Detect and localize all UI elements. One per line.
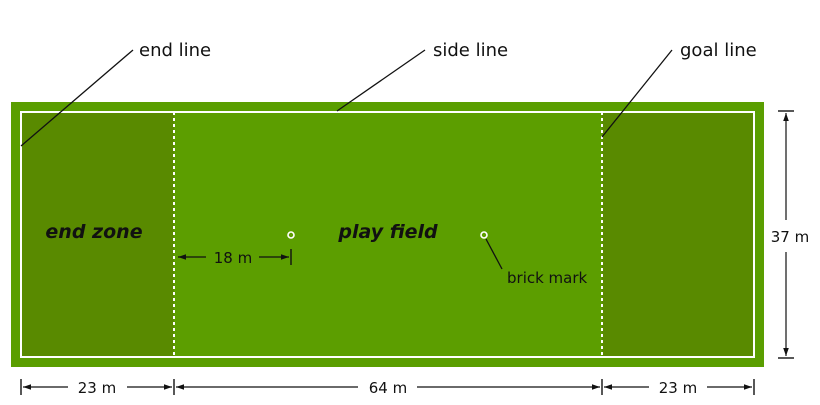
end-line-label: end line: [139, 40, 211, 61]
end-line-leader: [20, 49, 134, 147]
brick-mark-right: [480, 231, 488, 239]
end-zone-label: end zone: [45, 221, 142, 243]
end-zone-left: [21, 112, 174, 357]
play-field-label: play field: [337, 221, 438, 243]
goal-line-leader: [601, 49, 673, 138]
end-zone-right: [602, 112, 754, 357]
brick-mark-left: [287, 231, 295, 239]
side-line-leader: [336, 49, 426, 112]
boundary-line: [20, 111, 755, 358]
brick-mark-leader: [485, 238, 503, 270]
brick-mark-label: brick mark: [507, 269, 588, 287]
goal-line-label: goal line: [680, 40, 757, 61]
end-zone-right-length-label: 23 m: [659, 379, 697, 397]
field-width-label: 37 m: [771, 228, 809, 246]
side-line-label: side line: [433, 40, 508, 61]
brick-distance-label: 18 m: [214, 249, 252, 267]
end-zone-left-length-label: 23 m: [78, 379, 116, 397]
play-field-area: [174, 112, 602, 357]
play-field-length-label: 64 m: [369, 379, 407, 397]
